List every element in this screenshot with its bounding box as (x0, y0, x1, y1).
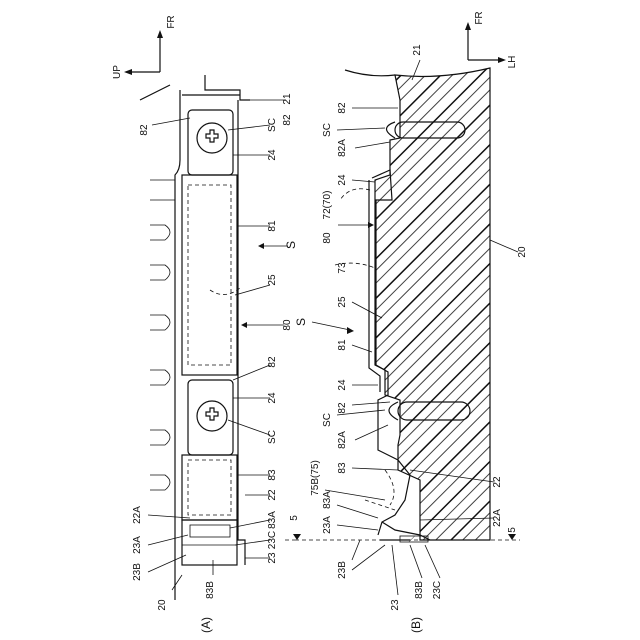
screw-head-top-a (197, 123, 227, 153)
label-a-21: 21 (282, 93, 293, 105)
labels-a: 21 82 82 SC 24 81 S 25 80 82 24 SC 83 (132, 93, 298, 633)
label-b-sc-mid: SC (322, 413, 333, 427)
label-b-5-right: 5 (507, 527, 518, 533)
screw-block-mid-a (188, 380, 233, 455)
label-b-23b: 23B (337, 561, 348, 579)
lh-axis-label-b: LH (507, 56, 518, 69)
label-b-82-top: 82 (337, 102, 348, 114)
label-b-75b-75: 75B(75) (310, 460, 321, 496)
label-b-83a: 83A (322, 491, 333, 509)
up-axis-label: UP (112, 65, 123, 79)
label-b-21: 21 (412, 44, 423, 56)
label-b-23c: 23C (432, 581, 443, 599)
screw-head-mid-a (197, 401, 227, 431)
figure-a: UP FR (112, 15, 298, 633)
label-b-23a: 23A (322, 516, 333, 534)
fr-axis-label-b: FR (474, 11, 485, 24)
panel-label-b: (B) (409, 617, 423, 633)
label-b-81: 81 (337, 339, 348, 351)
label-a-s: S (284, 241, 298, 249)
label-a-22a: 22A (132, 506, 143, 524)
label-a-23a: 23A (132, 536, 143, 554)
clip-body-a (182, 175, 240, 375)
label-a-25: 25 (267, 274, 278, 286)
label-b-s: S (294, 318, 308, 326)
panel-label-a: (A) (199, 617, 213, 633)
label-a-23b: 23B (132, 563, 143, 581)
label-b-82a-top: 82A (337, 139, 348, 157)
label-a-82-top: 82 (282, 114, 293, 126)
label-b-83: 83 (337, 462, 348, 474)
label-b-24-mid: 24 (337, 379, 348, 391)
direction-indicator-a: UP FR (112, 15, 177, 79)
label-b-5-left: 5 (289, 515, 300, 521)
label-a-82-left: 82 (139, 124, 150, 136)
label-b-80: 80 (322, 232, 333, 244)
fr-axis-label: FR (166, 15, 177, 28)
label-b-20: 20 (517, 246, 528, 258)
screw-block-top-a (188, 110, 233, 175)
label-b-24-top: 24 (337, 174, 348, 186)
figure-b: FR LH (289, 11, 528, 633)
label-b-25: 25 (337, 296, 348, 308)
body-section-b (345, 68, 490, 540)
label-a-sc-mid: SC (267, 430, 278, 444)
label-a-83b: 83B (205, 581, 216, 599)
label-b-72-70: 72(70) (322, 191, 333, 220)
clip-lower-a (182, 455, 237, 565)
direction-indicator-b: FR LH (465, 11, 518, 68)
label-b-82a-mid: 82A (337, 431, 348, 449)
label-b-23: 23 (390, 599, 401, 611)
label-b-82-mid: 82 (337, 402, 348, 414)
label-b-sc-top: SC (322, 123, 333, 137)
label-a-20: 20 (157, 599, 168, 611)
label-a-83a: 83A (267, 511, 278, 529)
label-b-73: 73 (337, 262, 348, 274)
label-b-83b: 83B (414, 581, 425, 599)
